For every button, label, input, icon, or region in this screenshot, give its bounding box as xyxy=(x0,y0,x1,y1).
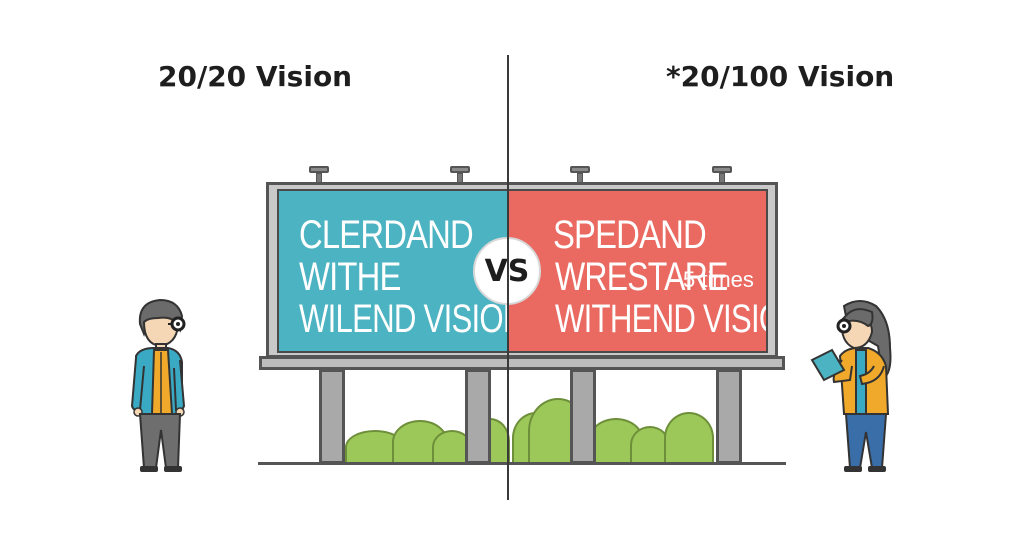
person-with-glasses-icon xyxy=(128,296,194,476)
billboard-right-note: 5 times xyxy=(683,267,754,292)
billboard-right-line-3: WITHEND VISION xyxy=(555,297,766,341)
center-divider xyxy=(507,55,509,500)
billboard-post xyxy=(319,369,345,464)
billboard-post xyxy=(570,369,596,464)
billboard-lamp-icon xyxy=(566,166,594,186)
billboard-left-line-1: CLERDAND xyxy=(299,213,474,257)
billboard-lamp-icon xyxy=(305,166,333,186)
billboard-left-line-2: WITHE xyxy=(299,255,401,299)
billboard-right-line-1: SPEDAND xyxy=(553,213,707,257)
billboard-catwalk xyxy=(259,356,785,370)
billboard-post xyxy=(465,369,491,464)
title-20-20-vision: 20/20 Vision xyxy=(158,60,353,93)
billboard-panel-blurred: SPEDAND WRESTARE 5 times WITHEND VISION xyxy=(507,189,768,353)
bush-icon xyxy=(664,412,714,464)
billboard-panel-clear: CLERDAND WITHE WILEND VISION xyxy=(277,189,507,353)
title-20-100-vision: *20/100 Vision xyxy=(666,60,895,93)
billboard-post xyxy=(716,369,742,464)
person-with-tablet-icon xyxy=(810,296,896,476)
ground-line xyxy=(258,462,786,465)
billboard-right-line-2: WRESTARE xyxy=(555,255,728,299)
billboard-left-line-3: WILEND VISION xyxy=(299,297,507,341)
